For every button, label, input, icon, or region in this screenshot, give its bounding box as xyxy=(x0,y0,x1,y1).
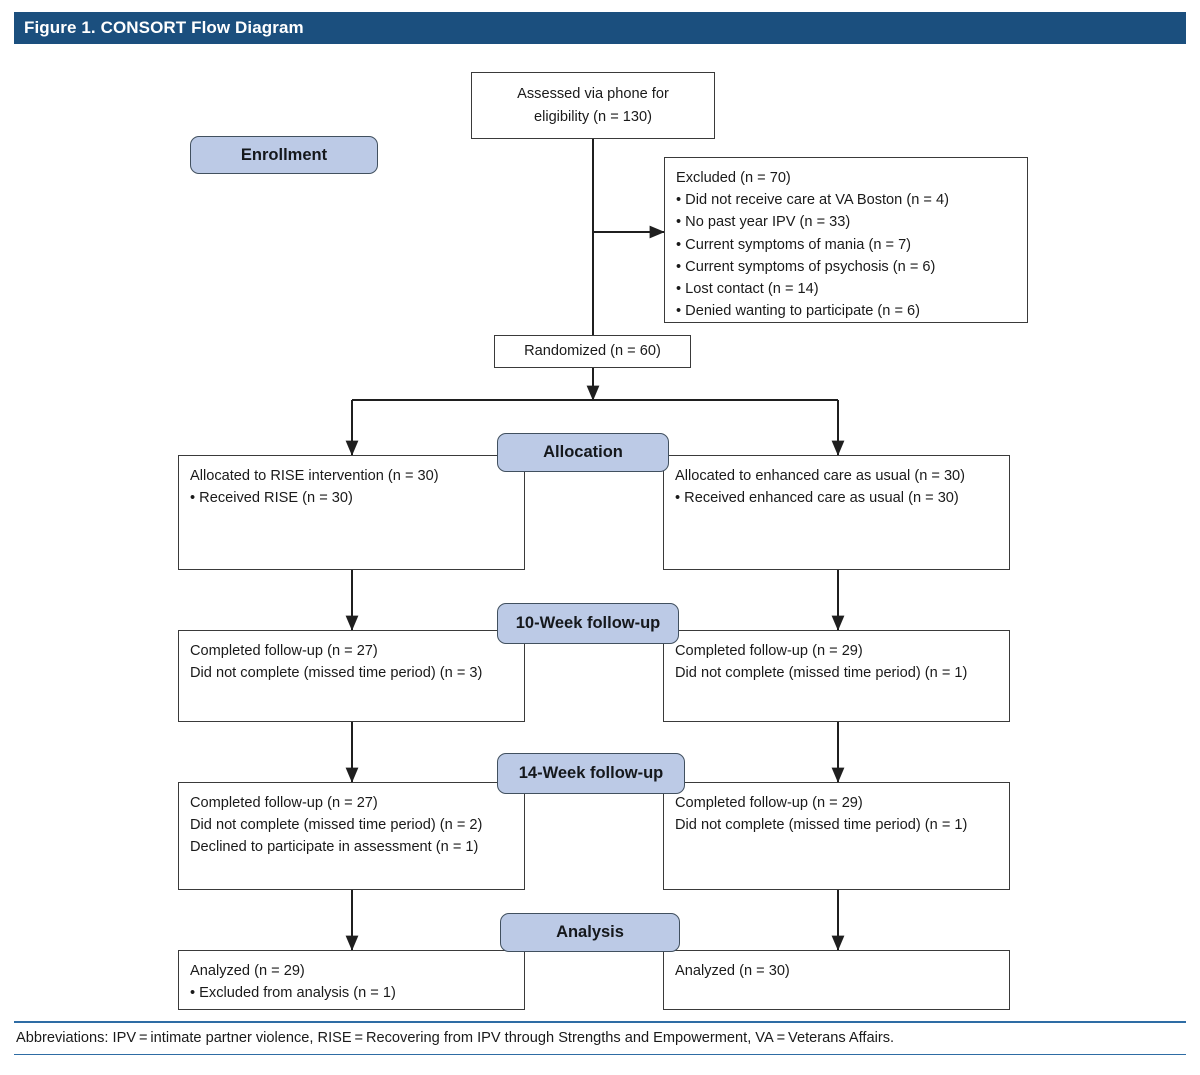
box-followup10-left-line-2: Did not complete (missed time period) (n… xyxy=(190,665,483,682)
box-allocation-right-line-2: • Received enhanced care as usual (n = 3… xyxy=(675,490,959,507)
box-allocation-right: Allocated to enhanced care as usual (n =… xyxy=(663,455,1010,570)
box-analysis-left-line-2: • Excluded from analysis (n = 1) xyxy=(190,985,396,1002)
box-followup14-left: Completed follow-up (n = 27) Did not com… xyxy=(178,782,525,890)
footnote-rule-top xyxy=(14,1021,1186,1023)
figure-title-bar: Figure 1. CONSORT Flow Diagram xyxy=(14,12,1186,44)
stage-label-enrollment: Enrollment xyxy=(190,136,378,174)
stage-label-analysis: Analysis xyxy=(500,913,680,952)
box-analysis-right-line-1: Analyzed (n = 30) xyxy=(675,963,790,979)
box-excluded-item-0: • Did not receive care at VA Boston (n =… xyxy=(676,192,949,209)
stage-label-followup14-text: 14-Week follow-up xyxy=(518,764,664,782)
box-excluded-item-2: • Current symptoms of mania (n = 7) xyxy=(676,236,912,253)
box-excluded-header: Excluded (n = 70) xyxy=(676,170,791,186)
box-followup14-left-line-2: Did not complete (missed time period) (n… xyxy=(190,817,483,834)
box-analysis-right: Analyzed (n = 30) xyxy=(663,950,1010,1010)
footnote-text: Abbreviations: IPV = intimate partner vi… xyxy=(16,1029,895,1046)
box-allocation-left: Allocated to RISE intervention (n = 30) … xyxy=(178,455,525,570)
stage-label-allocation-text: Allocation xyxy=(543,443,623,461)
box-excluded-item-1: • No past year IPV (n = 33) xyxy=(676,214,851,231)
stage-label-followup14: 14-Week follow-up xyxy=(497,753,685,794)
box-followup14-left-line-1: Completed follow-up (n = 27) xyxy=(190,795,378,811)
stage-label-enrollment-text: Enrollment xyxy=(240,145,328,164)
box-followup10-right-line-2: Did not complete (missed time period) (n… xyxy=(675,665,968,682)
box-randomized-text: Randomized (n = 60) xyxy=(524,343,661,360)
box-followup14-right: Completed follow-up (n = 29) Did not com… xyxy=(663,782,1010,890)
box-assessed-line-2: eligibility (n = 130) xyxy=(533,108,652,125)
stage-label-allocation: Allocation xyxy=(497,433,669,472)
box-followup10-left: Completed follow-up (n = 27) Did not com… xyxy=(178,630,525,722)
box-followup14-left-line-3: Declined to participate in assessment (n… xyxy=(190,839,479,856)
box-excluded: Excluded (n = 70) • Did not receive care… xyxy=(664,157,1028,323)
footnote-rule-bottom xyxy=(14,1053,1186,1056)
stage-label-followup10-text: 10-Week follow-up xyxy=(515,614,661,632)
box-assessed-for-eligibility: Assessed via phone for eligibility (n = … xyxy=(471,72,715,139)
box-allocation-right-line-1: Allocated to enhanced care as usual (n =… xyxy=(675,468,966,484)
box-followup10-right-line-1: Completed follow-up (n = 29) xyxy=(675,643,863,659)
box-allocation-left-line-2: • Received RISE (n = 30) xyxy=(190,490,353,507)
box-excluded-item-4: • Lost contact (n = 14) xyxy=(676,280,819,297)
box-followup14-right-line-1: Completed follow-up (n = 29) xyxy=(675,795,863,811)
figure-footnote: Abbreviations: IPV = intimate partner vi… xyxy=(14,1021,1186,1056)
box-followup14-right-line-2: Did not complete (missed time period) (n… xyxy=(675,817,968,834)
stage-label-followup10: 10-Week follow-up xyxy=(497,603,679,644)
page-title: Figure 1. CONSORT Flow Diagram xyxy=(24,18,304,37)
box-analysis-left: Analyzed (n = 29) • Excluded from analys… xyxy=(178,950,525,1010)
box-analysis-left-line-1: Analyzed (n = 29) xyxy=(190,963,305,979)
box-followup10-right: Completed follow-up (n = 29) Did not com… xyxy=(663,630,1010,722)
box-allocation-left-line-1: Allocated to RISE intervention (n = 30) xyxy=(190,468,439,484)
box-randomized: Randomized (n = 60) xyxy=(494,335,691,368)
box-assessed-line-1: Assessed via phone for xyxy=(517,86,669,103)
stage-label-analysis-text: Analysis xyxy=(556,923,624,941)
box-followup10-left-line-1: Completed follow-up (n = 27) xyxy=(190,643,378,659)
box-excluded-item-5: • Denied wanting to participate (n = 6) xyxy=(676,303,921,320)
box-excluded-item-3: • Current symptoms of psychosis (n = 6) xyxy=(676,258,936,275)
